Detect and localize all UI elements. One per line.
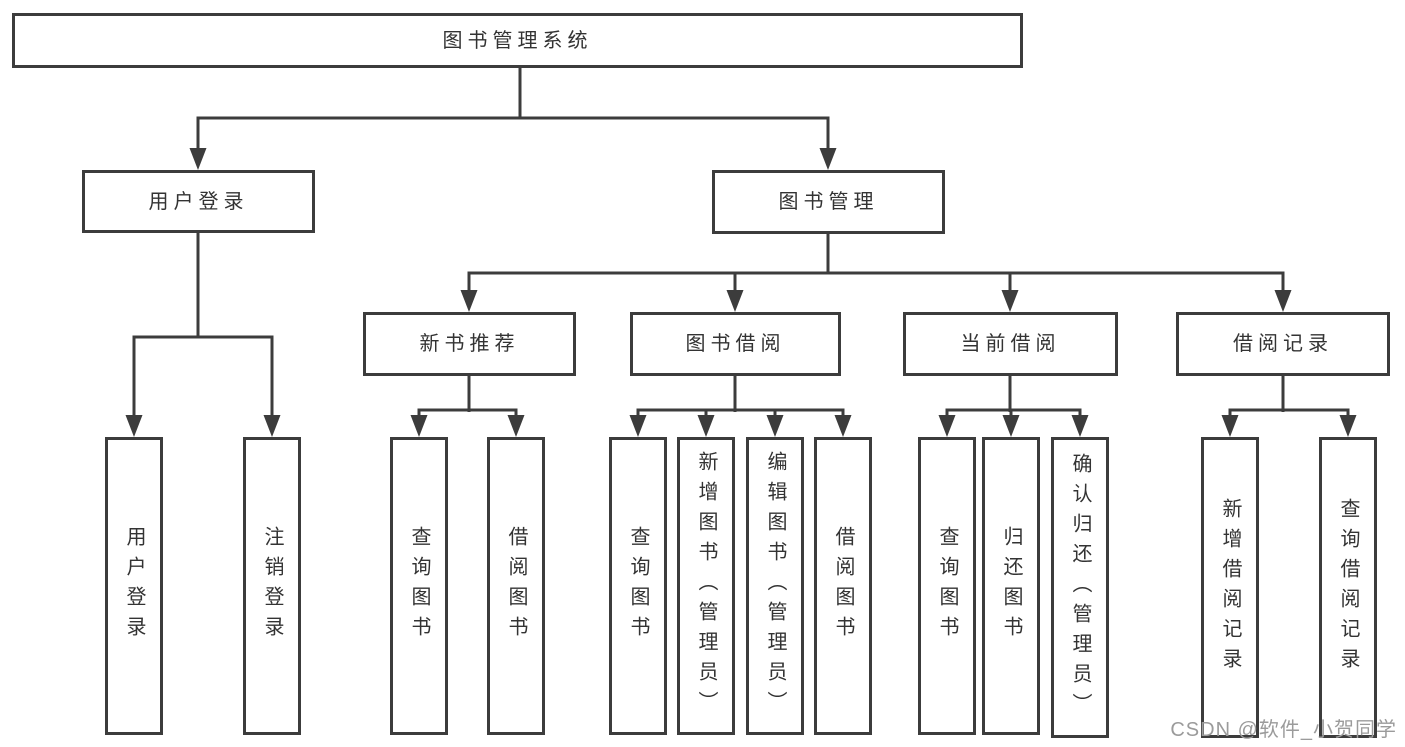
node-current-borrow: 当前借阅 [903, 312, 1118, 376]
arrowheads [125, 148, 1357, 437]
leaf-current-confirm-return-admin: 确认归还（管理员） [1051, 437, 1109, 738]
leaf-record-query-borrow-record: 查询借阅记录 [1319, 437, 1377, 738]
node-new-book-recommend: 新书推荐 [363, 312, 576, 376]
leaf-borrow-add-book-admin: 新增图书（管理员） [677, 437, 735, 735]
node-borrow-record: 借阅记录 [1176, 312, 1390, 376]
leaf-user-login: 用户登录 [105, 437, 163, 735]
leaf-borrow-edit-book-admin: 编辑图书（管理员） [746, 437, 804, 735]
leaf-record-add-borrow-record: 新增借阅记录 [1201, 437, 1259, 738]
leaf-recommend-query-book: 查询图书 [390, 437, 448, 735]
node-root: 图书管理系统 [12, 13, 1023, 68]
leaf-current-query-book: 查询图书 [918, 437, 976, 735]
node-book-borrow: 图书借阅 [630, 312, 841, 376]
node-user-login: 用户登录 [82, 170, 315, 233]
leaf-borrow-borrow-book: 借阅图书 [814, 437, 872, 735]
node-book-management: 图书管理 [712, 170, 945, 234]
tree-edges [132, 66, 1350, 419]
leaf-logout: 注销登录 [243, 437, 301, 735]
leaf-borrow-query-book: 查询图书 [609, 437, 667, 735]
leaf-recommend-borrow-book: 借阅图书 [487, 437, 545, 735]
csdn-watermark: CSDN @软件_小贺同学 [1170, 719, 1397, 741]
leaf-current-return-book: 归还图书 [982, 437, 1040, 735]
